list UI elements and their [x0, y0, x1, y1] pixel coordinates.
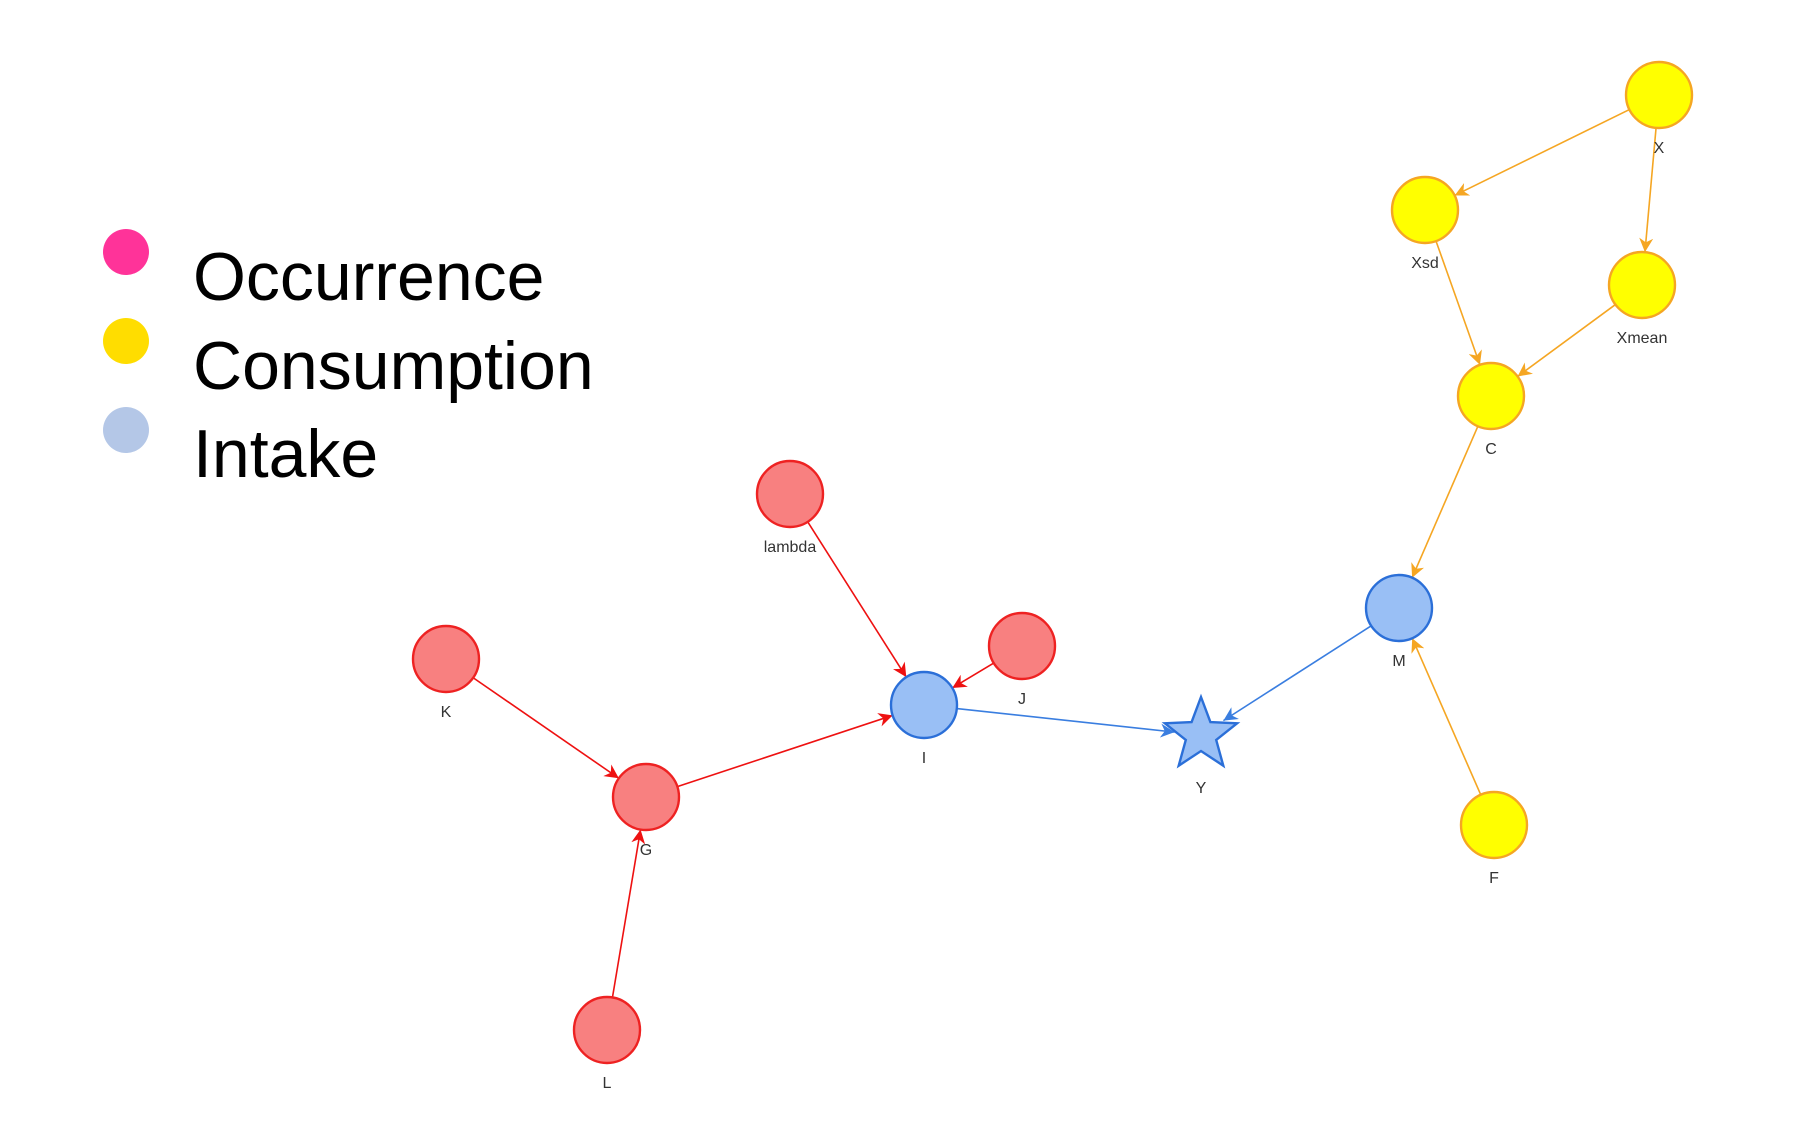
legend: Occurrence Consumption Intake: [103, 229, 594, 492]
node-shape-X: [1624, 60, 1694, 130]
edge-Xmean-to-C: [1517, 303, 1616, 378]
node-shape-Y: [1161, 693, 1241, 769]
edge-K-to-G: [472, 677, 620, 779]
node-label-L: L: [603, 1075, 612, 1092]
legend-dot-occurrence: [103, 229, 149, 275]
node-shape-M: [1364, 573, 1434, 643]
node-C[interactable]: C: [1456, 361, 1526, 458]
node-label-J: J: [1018, 691, 1026, 708]
legend-label-occurrence: Occurrence: [193, 239, 544, 315]
legend-item-intake: Intake: [103, 407, 378, 492]
node-label-C: C: [1485, 441, 1497, 458]
legend-label-intake: Intake: [193, 416, 378, 492]
node-label-Y: Y: [1196, 780, 1207, 797]
edge-F-to-M: [1411, 637, 1482, 796]
legend-item-occurrence: Occurrence: [103, 229, 544, 315]
node-label-G: G: [640, 842, 652, 859]
node-shape-L: [572, 995, 642, 1065]
node-shape-G: [611, 762, 681, 832]
legend-dot-intake: [103, 407, 149, 453]
node-L[interactable]: L: [572, 995, 642, 1092]
edge-I-to-Y: [956, 707, 1175, 738]
edge-X-to-Xsd: [1454, 108, 1630, 197]
node-I[interactable]: I: [889, 670, 959, 767]
edge-G-to-I: [677, 713, 893, 788]
node-shape-C: [1456, 361, 1526, 431]
node-shape-Xmean: [1607, 250, 1677, 320]
node-shape-Xsd: [1390, 175, 1460, 245]
legend-label-consumption: Consumption: [193, 328, 594, 404]
node-label-M: M: [1392, 653, 1405, 670]
node-F[interactable]: F: [1459, 790, 1529, 887]
edges: [472, 108, 1657, 998]
edge-lambda-to-I: [807, 521, 907, 678]
edge-X-to-Xmean: [1639, 127, 1657, 253]
node-label-Xsd: Xsd: [1411, 255, 1439, 272]
edge-L-to-G: [611, 829, 646, 998]
node-Y[interactable]: Y: [1161, 693, 1241, 797]
legend-item-consumption: Consumption: [103, 318, 594, 404]
node-label-K: K: [441, 704, 452, 721]
node-shape-I: [889, 670, 959, 740]
node-Xsd[interactable]: Xsd: [1390, 175, 1460, 272]
node-label-F: F: [1489, 870, 1499, 887]
node-Xmean[interactable]: Xmean: [1607, 250, 1677, 347]
node-label-I: I: [922, 750, 926, 767]
node-shape-J: [987, 611, 1057, 681]
edge-C-to-M: [1411, 425, 1479, 579]
node-lambda[interactable]: lambda: [755, 459, 825, 556]
edge-Xsd-to-C: [1435, 240, 1482, 366]
edge-M-to-Y: [1222, 625, 1372, 722]
node-X[interactable]: X: [1624, 60, 1694, 157]
node-shape-F: [1459, 790, 1529, 860]
node-J[interactable]: J: [987, 611, 1057, 708]
node-G[interactable]: G: [611, 762, 681, 859]
node-M[interactable]: M: [1364, 573, 1434, 670]
node-K[interactable]: K: [411, 624, 481, 721]
edge-J-to-I: [951, 662, 995, 689]
node-shape-K: [411, 624, 481, 694]
node-label-Xmean: Xmean: [1617, 330, 1668, 347]
node-shape-lambda: [755, 459, 825, 529]
node-label-lambda: lambda: [764, 539, 817, 556]
legend-dot-consumption: [103, 318, 149, 364]
node-label-X: X: [1654, 140, 1665, 157]
